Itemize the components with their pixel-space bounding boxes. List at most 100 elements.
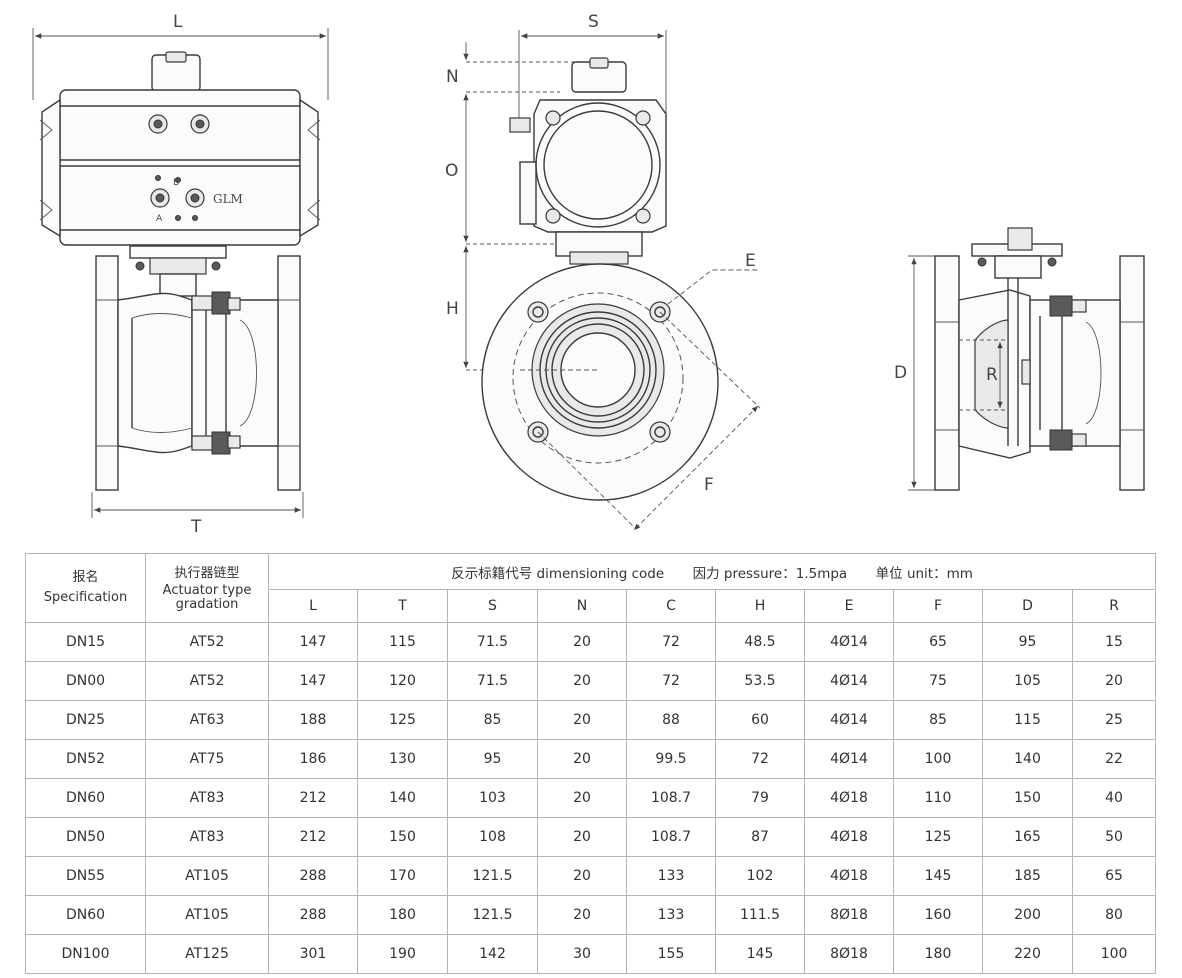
front-view: L B A GLM [32,12,329,537]
table-cell: DN15 [25,622,146,662]
table-cell: 20 [537,622,627,662]
table-cell: 150 [982,778,1073,818]
table-cell: 4Ø14 [804,622,894,662]
table-cell: 20 [1071,661,1157,701]
dim-label-R: R [986,365,998,385]
table-cell: 133 [626,895,716,935]
table-cell: 155 [626,934,716,974]
header-actuator-type: 执行器链型 Actuator type gradation [145,553,269,623]
table-cell: 147 [268,622,358,662]
table-cell: 165 [982,817,1073,857]
table-cell: 115 [982,700,1073,740]
table-cell: 79 [715,778,805,818]
column-header: S [447,589,538,623]
table-cell: DN60 [25,778,146,818]
table-cell: 15 [1071,622,1157,662]
table-cell: 103 [447,778,538,818]
table-cell: 110 [893,778,983,818]
table-cell: 4Ø18 [804,778,894,818]
table-cell: 65 [1071,856,1157,896]
table-cell: 85 [447,700,538,740]
port-marking-b: B [173,178,179,188]
table-cell: 145 [715,934,805,974]
table-cell: 130 [357,739,448,779]
table-cell: 71.5 [447,622,538,662]
table-cell: AT83 [145,778,269,818]
table-cell: 185 [982,856,1073,896]
dim-label-S: S [588,12,599,32]
section-view: D R [894,227,1145,491]
dim-label-N: N [446,67,459,87]
table-cell: 4Ø14 [804,700,894,740]
table-cell: 160 [893,895,983,935]
table-cell: 180 [357,895,448,935]
table-cell: 200 [982,895,1073,935]
column-header: N [537,589,627,623]
brand-logo: GLM [213,192,243,206]
table-cell: 212 [268,817,358,857]
table-cell: 20 [537,895,627,935]
dim-label-F: F [704,475,714,495]
table-cell: 53.5 [715,661,805,701]
column-header: T [357,589,448,623]
table-cell: 8Ø18 [804,934,894,974]
table-cell: 140 [357,778,448,818]
table-cell: 4Ø18 [804,856,894,896]
table-cell: 87 [715,817,805,857]
table-cell: 100 [893,739,983,779]
valve-technical-drawing: L B A GLM [32,12,1145,537]
column-header: L [268,589,358,623]
table-cell: 95 [447,739,538,779]
table-cell: 4Ø14 [804,661,894,701]
table-cell: 20 [537,661,627,701]
table-cell: 22 [1071,739,1157,779]
column-header: H [715,589,805,623]
dim-label-L: L [173,12,183,32]
dim-label-T: T [190,517,202,537]
table-cell: 108.7 [626,817,716,857]
table-cell: 48.5 [715,622,805,662]
table-cell: 4Ø18 [804,817,894,857]
table-cell: 188 [268,700,358,740]
table-cell: 85 [893,700,983,740]
table-cell: 186 [268,739,358,779]
table-cell: 50 [1071,817,1157,857]
table-cell: 72 [715,739,805,779]
dim-label-E: E [745,251,756,271]
table-cell: 190 [357,934,448,974]
table-cell: 108 [447,817,538,857]
table-cell: 72 [626,661,716,701]
table-cell: 99.5 [626,739,716,779]
table-cell: 125 [357,700,448,740]
table-cell: DN50 [25,817,146,857]
table-cell: 4Ø14 [804,739,894,779]
table-cell: 133 [626,856,716,896]
table-cell: DN60 [25,895,146,935]
table-cell: 105 [982,661,1073,701]
table-cell: 60 [715,700,805,740]
table-cell: 80 [1071,895,1157,935]
table-cell: 20 [537,778,627,818]
column-header: D [982,589,1073,623]
table-cell: 40 [1071,778,1157,818]
table-cell: AT105 [145,895,269,935]
dimension-table: 报名 Specification 执行器链型 Actuator type gra… [25,553,1157,974]
table-cell: DN52 [25,739,146,779]
column-header: E [804,589,894,623]
table-cell: 20 [537,856,627,896]
column-header: C [626,589,716,623]
header-dimension-title: 反示标籍代号 dimensioning code 因力 pressure：1.5… [267,553,1157,590]
table-cell: 100 [1071,934,1157,974]
side-view: S N O H [445,12,761,531]
table-cell: 142 [447,934,538,974]
table-cell: DN100 [25,934,146,974]
table-cell: 220 [982,934,1073,974]
table-cell: AT52 [145,661,269,701]
dim-label-D: D [894,363,907,383]
dim-label-H: H [446,299,459,319]
